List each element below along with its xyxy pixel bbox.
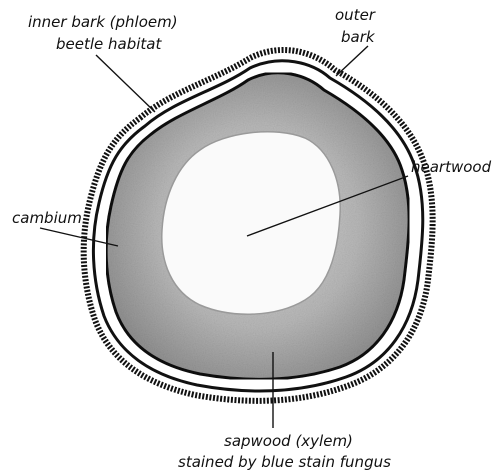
outer-bark-leader xyxy=(336,46,368,76)
inner-bark-label-line1: inner bark (phloem) xyxy=(28,13,178,31)
inner-bark-leader xyxy=(96,55,155,112)
inner-bark-label-line2: beetle habitat xyxy=(56,35,162,53)
cambium-label: cambium xyxy=(12,209,82,227)
heartwood xyxy=(162,132,340,314)
heartwood-label: heartwood xyxy=(411,158,492,176)
sapwood-label-line2: stained by blue stain fungus xyxy=(178,453,391,471)
sapwood-label-line1: sapwood (xylem) xyxy=(224,432,353,450)
outer-bark-label-line1: outer xyxy=(335,6,376,24)
outer-bark-label-line2: bark xyxy=(341,28,376,46)
